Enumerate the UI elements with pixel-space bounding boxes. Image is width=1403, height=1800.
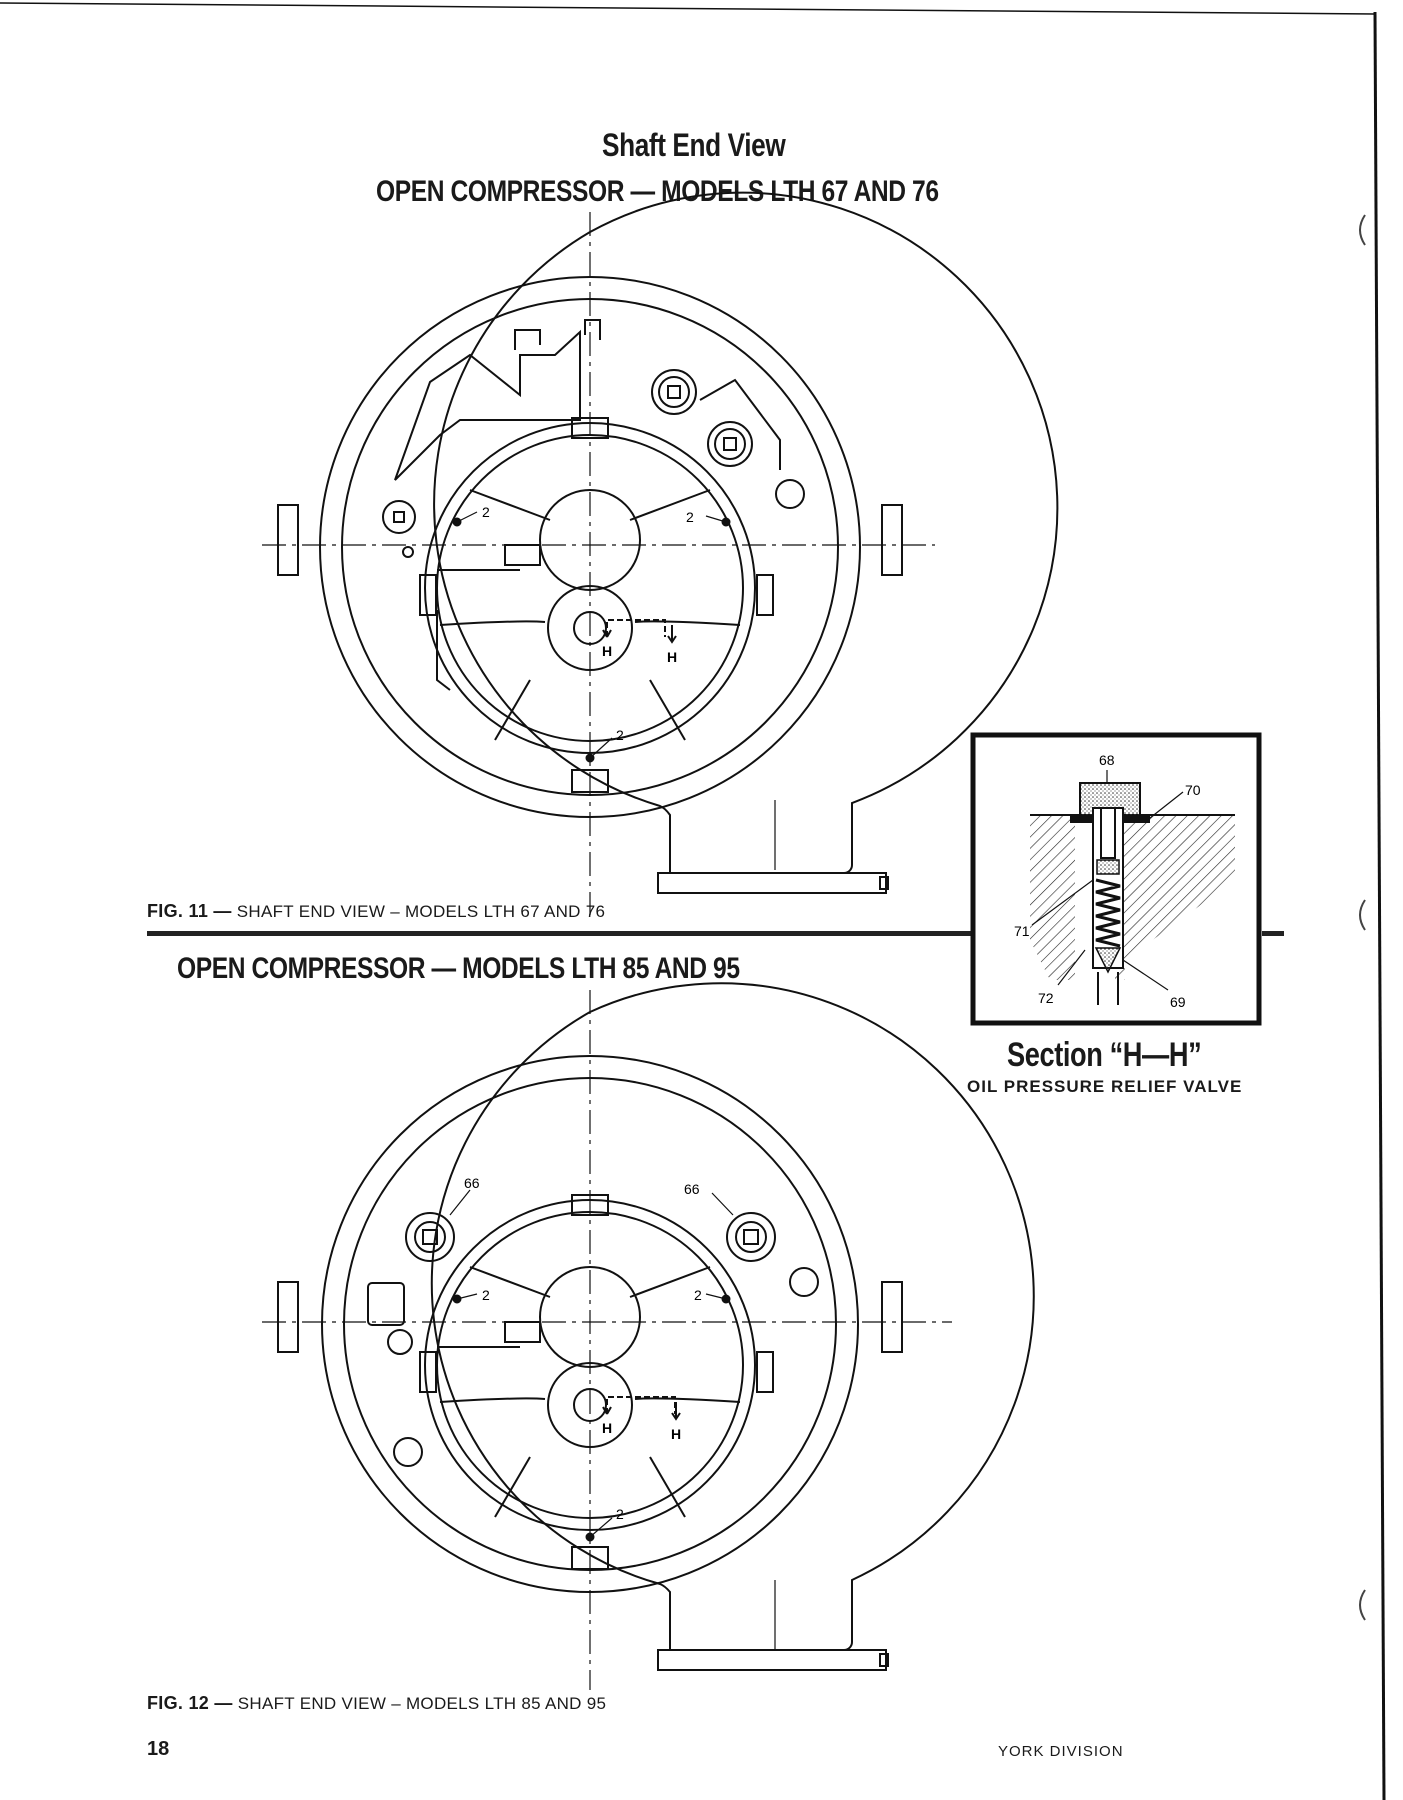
section-hh-inset	[970, 732, 1262, 1026]
fig11-callout-2-bottom: 2	[616, 727, 624, 743]
fig12-callout-2-bottom: 2	[616, 1506, 624, 1522]
fig-12-number: FIG. 12 —	[147, 1693, 233, 1713]
fig-11-text: SHAFT END VIEW – MODELS LTH 67 AND 76	[236, 902, 606, 921]
fig12-section-mark-left: H	[602, 1420, 612, 1436]
footer-division: YORK DIVISION	[998, 1743, 1124, 1760]
fig11-callout-2-right: 2	[686, 509, 694, 525]
fig11-callout-2-left: 2	[482, 504, 490, 520]
fig12-callout-2-left: 2	[482, 1287, 490, 1303]
page-number: 18	[147, 1738, 170, 1760]
section-callout-69: 69	[1170, 994, 1186, 1010]
section-callout-68: 68	[1099, 752, 1115, 768]
section-callout-72: 72	[1038, 990, 1054, 1006]
fig12-callout-66-right: 66	[684, 1181, 700, 1197]
fig-12-caption: FIG. 12 — SHAFT END VIEW – MODELS LTH 85…	[147, 1693, 606, 1714]
separator-left	[147, 931, 973, 936]
fig12-section-mark-right: H	[671, 1426, 681, 1442]
fig-12-text: SHAFT END VIEW – MODELS LTH 85 AND 95	[237, 1694, 607, 1713]
section-title: Section “H—H”	[1007, 1036, 1202, 1074]
fig-11-caption: FIG. 11 — SHAFT END VIEW – MODELS LTH 67…	[147, 901, 605, 922]
fig-12-drawing	[262, 982, 1035, 1690]
fig12-callout-2-right: 2	[694, 1287, 702, 1303]
section-callout-71: 71	[1014, 923, 1030, 939]
separator-right	[1262, 931, 1284, 936]
model-heading-top: OPEN COMPRESSOR — MODELS LTH 67 AND 76	[376, 175, 939, 208]
fig-11-number: FIG. 11 —	[147, 901, 232, 921]
fig12-callout-66-left: 66	[464, 1175, 480, 1191]
page-title: Shaft End View	[602, 127, 786, 163]
model-heading-bottom: OPEN COMPRESSOR — MODELS LTH 85 AND 95	[177, 952, 740, 985]
fig-11-drawing	[262, 191, 1059, 915]
section-callout-70: 70	[1185, 782, 1201, 798]
fig11-section-mark-left: H	[602, 643, 612, 659]
section-subtitle: OIL PRESSURE RELIEF VALVE	[967, 1077, 1243, 1096]
fig11-section-mark-right: H	[667, 649, 677, 665]
